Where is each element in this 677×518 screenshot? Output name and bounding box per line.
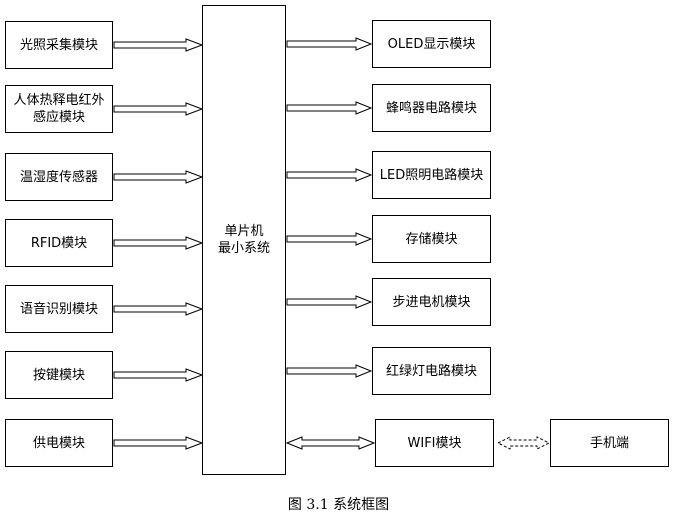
module-traffic-light: 红绿灯电路模块 [372, 347, 491, 395]
module-buzzer: 蜂鸣器电路模块 [372, 84, 491, 132]
arrow-rfid-to-mcu [113, 236, 204, 250]
module-light-sensor-label: 光照采集模块 [19, 37, 98, 53]
module-stepper-motor: 步进电机模块 [372, 278, 491, 326]
figure-caption: 图 3.1 系统框图 [287, 497, 390, 513]
arrow-wifi-phone-dashed [496, 436, 551, 450]
module-voice-label: 语音识别模块 [19, 301, 98, 317]
module-storage: 存储模块 [372, 215, 491, 263]
arrow-power-to-mcu [113, 436, 204, 450]
arrow-mcu-to-oled [286, 37, 373, 51]
arrow-mcu-wifi-bidirectional [285, 436, 376, 450]
module-wifi: WIFI模块 [375, 419, 494, 467]
module-voice: 语音识别模块 [5, 285, 113, 333]
mcu-label: 单片机 最小系统 [217, 224, 270, 256]
module-temp-humidity: 温湿度传感器 [5, 153, 113, 201]
arrow-mcu-to-storage [286, 232, 373, 246]
phone-terminal-label: 手机端 [589, 435, 629, 451]
phone-terminal: 手机端 [550, 419, 669, 467]
arrow-light-to-mcu [113, 38, 204, 52]
module-light-sensor: 光照采集模块 [5, 21, 113, 69]
module-wifi-label: WIFI模块 [407, 435, 462, 451]
module-temp-humidity-label: 温湿度传感器 [19, 169, 98, 185]
module-keys-label: 按键模块 [32, 367, 85, 383]
arrow-mcu-to-stepper [286, 295, 373, 309]
module-power-label: 供电模块 [32, 435, 85, 451]
module-traffic-light-label: 红绿灯电路模块 [385, 363, 477, 379]
arrow-temp-to-mcu [113, 170, 204, 184]
arrow-voice-to-mcu [113, 302, 204, 316]
module-keys: 按键模块 [5, 351, 113, 399]
module-power: 供电模块 [5, 419, 113, 467]
module-pir-sensor-label: 人体热释电红外 感应模块 [13, 93, 105, 125]
arrow-pir-to-mcu [113, 102, 204, 116]
arrow-mcu-to-traffic [286, 364, 373, 378]
module-led-lighting-label: LED照明电路模块 [379, 167, 484, 183]
module-rfid: RFID模块 [5, 219, 113, 267]
arrow-mcu-to-buzzer [286, 101, 373, 115]
arrow-key-to-mcu [113, 368, 204, 382]
module-oled-label: OLED显示模块 [387, 36, 476, 52]
module-storage-label: 存储模块 [405, 231, 458, 247]
mcu-minimum-system: 单片机 最小系统 [202, 5, 286, 475]
module-pir-sensor: 人体热释电红外 感应模块 [5, 85, 113, 133]
module-stepper-motor-label: 步进电机模块 [392, 294, 471, 310]
module-oled: OLED显示模块 [372, 20, 491, 68]
module-rfid-label: RFID模块 [30, 235, 88, 251]
module-led-lighting: LED照明电路模块 [372, 151, 491, 199]
arrow-mcu-to-led [286, 168, 373, 182]
module-buzzer-label: 蜂鸣器电路模块 [385, 100, 477, 116]
